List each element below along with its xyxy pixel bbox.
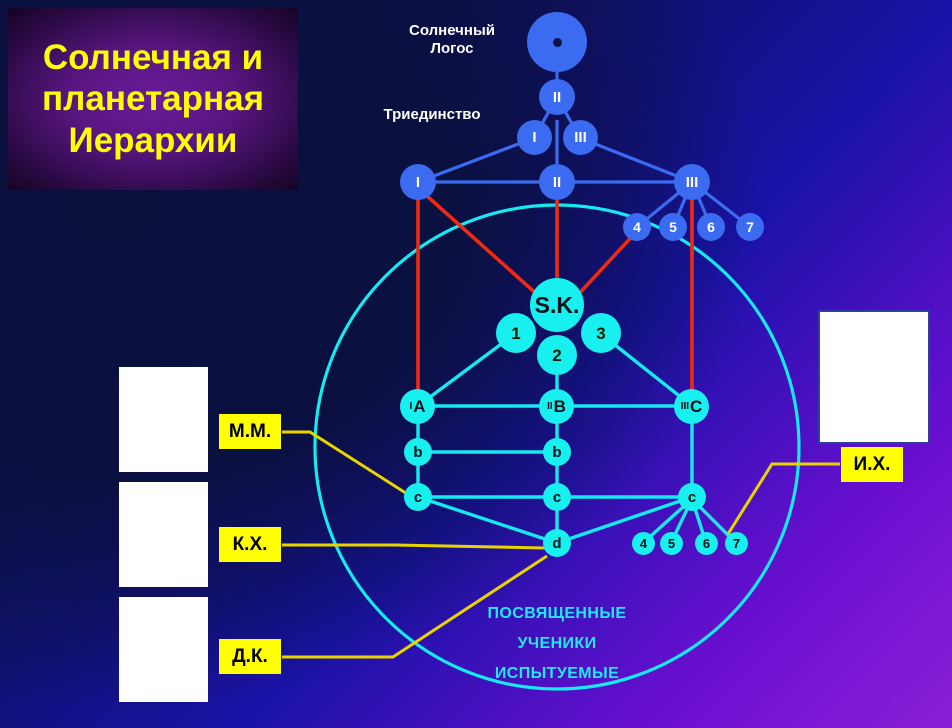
node-trinity-II[interactable]: II — [539, 79, 575, 115]
node-buddha-3[interactable]: 3 — [581, 313, 621, 353]
label-probationers: ИСПЫТУЕМЫЕ — [494, 665, 620, 682]
sun-dot-icon — [552, 37, 562, 47]
node-planetary-I[interactable]: I — [400, 164, 436, 200]
node-ray-lower-7[interactable]: 7 — [725, 532, 748, 555]
node-buddha-2[interactable]: 2 — [537, 335, 577, 375]
slide-title: Солнечная и планетарная Иерархии — [42, 38, 264, 160]
slide-title-box: Солнечная и планетарная Иерархии — [8, 8, 298, 190]
tag-kh[interactable]: К.Х. — [219, 527, 281, 562]
node-ray-lower-6[interactable]: 6 — [695, 532, 718, 555]
node-b-center[interactable]: b — [543, 438, 571, 466]
callout-leaders — [282, 430, 840, 659]
tag-ih[interactable]: И.Х. — [841, 447, 903, 482]
node-b-left[interactable]: b — [404, 438, 432, 466]
tag-mm[interactable]: М.М. — [219, 414, 281, 449]
portrait-frame-kh — [119, 482, 208, 587]
node-chohan-C-label: C — [690, 397, 703, 416]
node-d[interactable]: d — [543, 529, 571, 557]
tag-dk[interactable]: Д.К. — [219, 639, 281, 674]
portrait-frame-dk — [119, 597, 208, 702]
label-trinity: Триединство — [383, 106, 481, 123]
node-chohan-C-roman: III — [680, 400, 690, 412]
node-planetary-III[interactable]: III — [674, 164, 710, 200]
node-ray-upper-6[interactable]: 6 — [697, 213, 725, 241]
node-trinity-I[interactable]: I — [517, 120, 552, 155]
label-disciples: УЧЕНИКИ — [517, 635, 597, 652]
node-ray-upper-7[interactable]: 7 — [736, 213, 764, 241]
node-ray-lower-4[interactable]: 4 — [632, 532, 655, 555]
node-planetary-II[interactable]: II — [539, 164, 575, 200]
portrait-frame-mm — [119, 367, 208, 472]
node-c-right[interactable]: c — [678, 483, 706, 511]
cyan-links — [416, 331, 738, 545]
node-c-center[interactable]: c — [543, 483, 571, 511]
portrait-frame-ih — [818, 310, 930, 444]
node-solar-logos[interactable] — [527, 12, 587, 72]
label-solar-logos: Солнечный Логос — [409, 22, 495, 58]
node-buddha-1[interactable]: 1 — [496, 313, 536, 353]
node-c-left[interactable]: c — [404, 483, 432, 511]
node-chohan-A-label: A — [413, 397, 426, 416]
node-sanat-kumara[interactable]: S.K. — [530, 278, 584, 332]
node-chohan-A-roman: I — [409, 400, 413, 412]
node-ray-upper-4[interactable]: 4 — [623, 213, 651, 241]
label-initiates: ПОСВЯЩЕННЫЕ — [487, 605, 627, 622]
node-ray-upper-5[interactable]: 5 — [659, 213, 687, 241]
node-ray-lower-5[interactable]: 5 — [660, 532, 683, 555]
node-chohan-B-roman: II — [547, 400, 553, 412]
red-links — [416, 184, 694, 393]
node-chohan-B-label: B — [553, 397, 566, 416]
node-trinity-III[interactable]: III — [563, 120, 598, 155]
